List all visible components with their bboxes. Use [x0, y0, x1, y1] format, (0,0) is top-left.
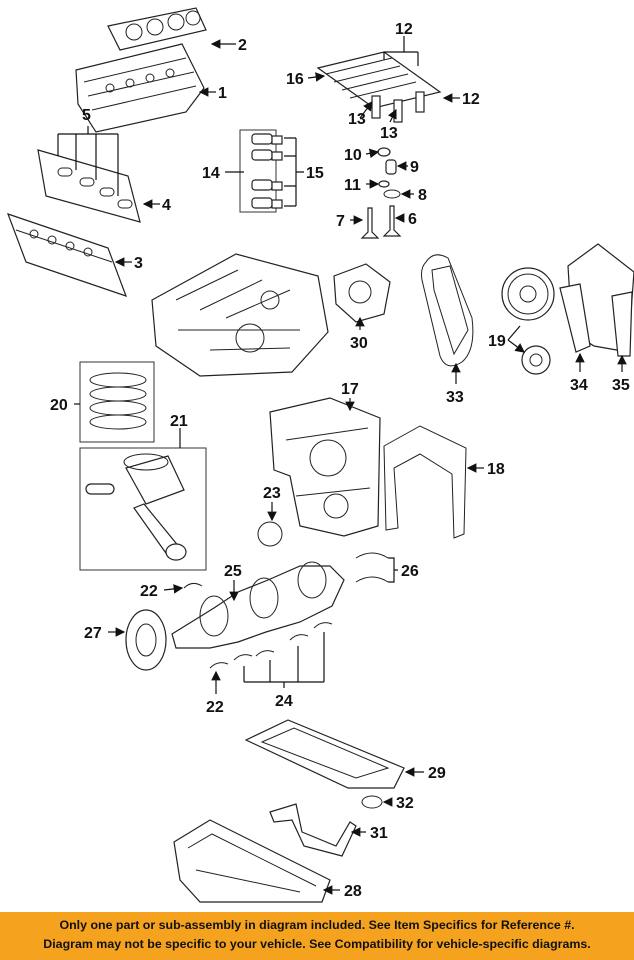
callout-12-top: 12 — [395, 21, 413, 38]
oil-pan-gasket — [244, 719, 405, 789]
callout-22-bottom: 22 — [206, 699, 224, 716]
callout-leaders — [57, 36, 627, 895]
oil-pan — [173, 819, 331, 903]
callout-11: 11 — [344, 177, 361, 194]
engine-valves — [360, 205, 402, 239]
chain-tensioner-and-guide — [559, 243, 634, 357]
callout-2: 2 — [238, 37, 247, 54]
callout-20: 20 — [50, 397, 68, 414]
callout-21: 21 — [170, 413, 188, 430]
callout-10: 10 — [344, 147, 362, 164]
callout-17: 17 — [341, 381, 359, 398]
oil-pump — [333, 263, 391, 323]
callout-4: 4 — [162, 197, 171, 214]
callout-8: 8 — [418, 187, 427, 204]
piston-and-connecting-rod — [79, 447, 207, 571]
callout-30: 30 — [350, 335, 368, 352]
thrust-washers — [355, 552, 389, 583]
callout-18: 18 — [487, 461, 505, 478]
callout-22-top: 22 — [140, 583, 158, 600]
callout-35: 35 — [612, 377, 630, 394]
head-gasket — [107, 7, 207, 51]
callout-14: 14 — [202, 165, 220, 182]
callout-6: 6 — [408, 211, 417, 228]
callout-19: 19 — [488, 333, 506, 350]
callout-31: 31 — [370, 825, 388, 842]
crank-bearings — [183, 582, 333, 669]
callout-3: 3 — [134, 255, 143, 272]
valve-cover-gasket — [37, 149, 141, 223]
timing-cover-gasket — [383, 425, 467, 539]
callout-26: 26 — [401, 563, 419, 580]
callout-1: 1 — [218, 85, 227, 102]
callout-32: 32 — [396, 795, 414, 812]
callout-16: 16 — [286, 71, 304, 88]
callout-27: 27 — [84, 625, 102, 642]
valve-lifters — [239, 129, 283, 213]
engine-block — [151, 253, 329, 377]
crankshaft — [171, 561, 345, 649]
callout-13-left: 13 — [348, 111, 366, 128]
disclaimer-line-1: Only one part or sub-assembly in diagram… — [59, 918, 575, 932]
cylinder-head — [75, 43, 205, 133]
callout-labels: 1 2 3 4 5 6 7 8 9 10 11 12 12 13 13 14 1… — [50, 21, 630, 900]
timing-sprockets — [501, 267, 555, 375]
front-crank-seal — [257, 521, 283, 547]
callout-12-right: 12 — [462, 91, 480, 108]
rocker-shaft-assembly — [316, 51, 442, 123]
callout-33: 33 — [446, 389, 464, 406]
callout-25: 25 — [224, 563, 242, 580]
callout-5: 5 — [82, 107, 91, 124]
timing-chain — [421, 254, 474, 367]
disclaimer-line-2: Diagram may not be specific to your vehi… — [43, 937, 591, 951]
callout-23: 23 — [263, 485, 281, 502]
callout-9: 9 — [410, 159, 419, 176]
callout-28: 28 — [344, 883, 362, 900]
callout-29: 29 — [428, 765, 446, 782]
piston-rings — [79, 361, 155, 443]
pickup-o-ring — [361, 795, 383, 809]
valve-spring-components — [377, 147, 401, 199]
callout-7: 7 — [336, 213, 345, 230]
harmonic-balancer — [125, 609, 167, 671]
timing-cover — [269, 397, 381, 537]
disclaimer-banner: Only one part or sub-assembly in diagram… — [0, 912, 634, 960]
callout-13-right: 13 — [380, 125, 398, 142]
oil-pickup-tube — [269, 803, 357, 857]
callout-34: 34 — [570, 377, 588, 394]
callout-24: 24 — [275, 693, 293, 710]
valve-cover — [6, 213, 128, 297]
exploded-engine-diagram: 1 2 3 4 5 6 7 8 9 10 11 12 12 13 13 14 1… — [6, 7, 634, 903]
callout-15: 15 — [306, 165, 324, 182]
